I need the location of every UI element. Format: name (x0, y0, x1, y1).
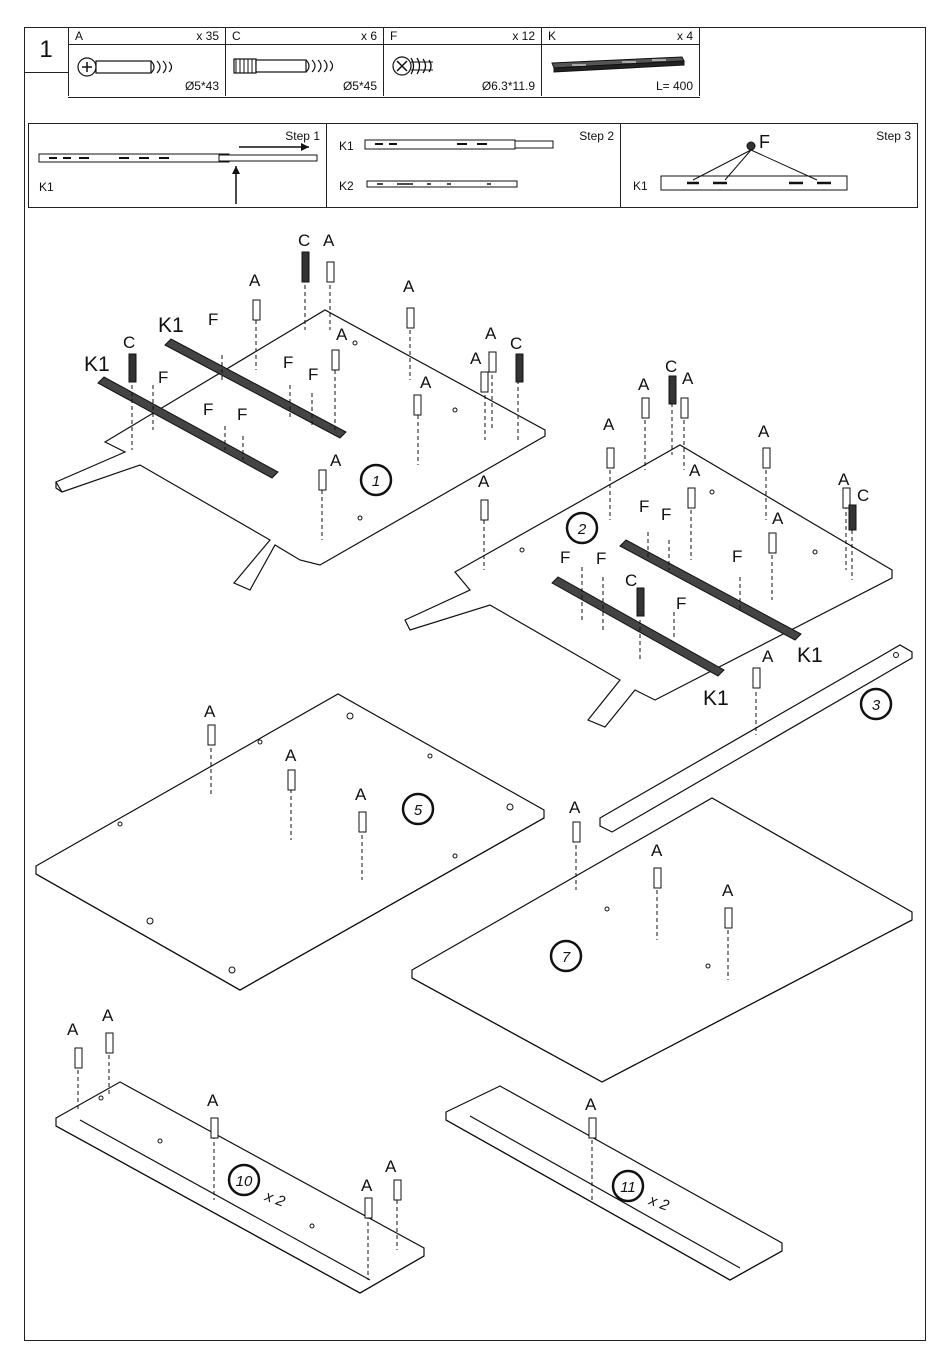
label-a: A (330, 451, 342, 470)
label-f: F (308, 365, 318, 384)
label-f: F (661, 505, 671, 524)
label-a: A (403, 277, 415, 296)
label-a: A (585, 1095, 597, 1114)
label-c: C (123, 333, 135, 352)
label-k1: K1 (158, 314, 184, 337)
label-a: A (603, 415, 615, 434)
panel-1-number: 1 (372, 473, 380, 490)
label-a: A (385, 1157, 397, 1176)
label-f: F (596, 549, 606, 568)
label-a: A (207, 1091, 219, 1110)
label-a: A (249, 271, 261, 290)
label-a: A (638, 375, 650, 394)
label-f: F (158, 368, 168, 387)
label-a: A (838, 470, 850, 489)
label-f: F (208, 310, 218, 329)
label-k1: K1 (797, 644, 823, 667)
label-a: A (336, 325, 348, 344)
label-f: F (283, 353, 293, 372)
label-f: F (676, 594, 686, 613)
label-a: A (722, 881, 734, 900)
label-a: A (102, 1006, 114, 1025)
panel-11-number: 11 (620, 1179, 636, 1196)
label-a: A (682, 369, 694, 388)
label-a: A (762, 647, 774, 666)
label-a: A (758, 422, 770, 441)
label-f: F (203, 400, 213, 419)
label-c: C (665, 357, 677, 376)
panel-5-number: 5 (414, 802, 423, 819)
panel-10-number: 10 (236, 1173, 253, 1190)
label-f: F (639, 497, 649, 516)
label-a: A (689, 461, 701, 480)
label-a: A (67, 1020, 79, 1039)
label-c: C (510, 334, 522, 353)
label-k1: K1 (703, 687, 729, 710)
label-f: F (732, 547, 742, 566)
label-c: C (857, 486, 869, 505)
label-a: A (478, 472, 490, 491)
label-f: F (560, 548, 570, 567)
label-a: A (651, 841, 663, 860)
label-a: A (420, 373, 432, 392)
label-a: A (772, 509, 784, 528)
label-c: C (298, 231, 310, 250)
label-k1: K1 (84, 353, 110, 376)
label-a: A (569, 798, 581, 817)
label-c: C (625, 571, 637, 590)
label-a: A (485, 324, 497, 343)
label-a: A (355, 785, 367, 804)
label-a: A (323, 231, 335, 250)
panel-2-number: 2 (577, 521, 587, 538)
label-a: A (361, 1176, 373, 1195)
label-a: A (285, 746, 297, 765)
label-a: A (204, 702, 216, 721)
label-f: F (237, 405, 247, 424)
label-a: A (470, 349, 482, 368)
panel-3-number: 3 (872, 697, 881, 714)
panel-7-number: 7 (562, 949, 571, 966)
